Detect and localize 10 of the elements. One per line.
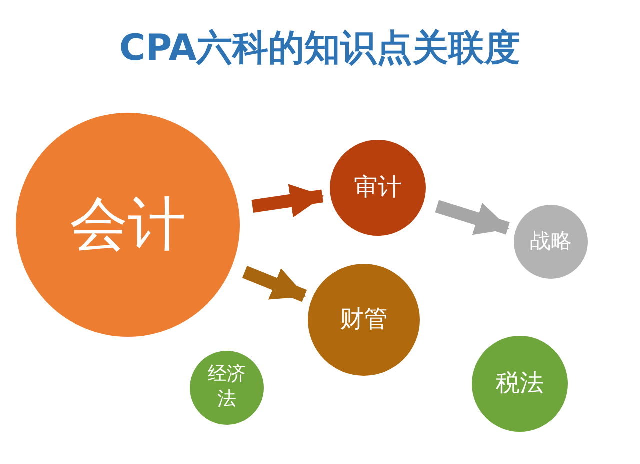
title: CPA六科的知识点关联度 xyxy=(119,27,521,71)
arrow xyxy=(435,200,510,236)
node-label: 财管 xyxy=(339,305,389,336)
node-label: 经济法 xyxy=(207,363,247,412)
node-label: 会计 xyxy=(69,191,187,260)
node-label: 税法 xyxy=(495,369,545,400)
node-label: 战略 xyxy=(529,229,573,256)
node-label: 审计 xyxy=(353,173,403,204)
arrow xyxy=(242,266,308,302)
arrow xyxy=(252,184,324,218)
